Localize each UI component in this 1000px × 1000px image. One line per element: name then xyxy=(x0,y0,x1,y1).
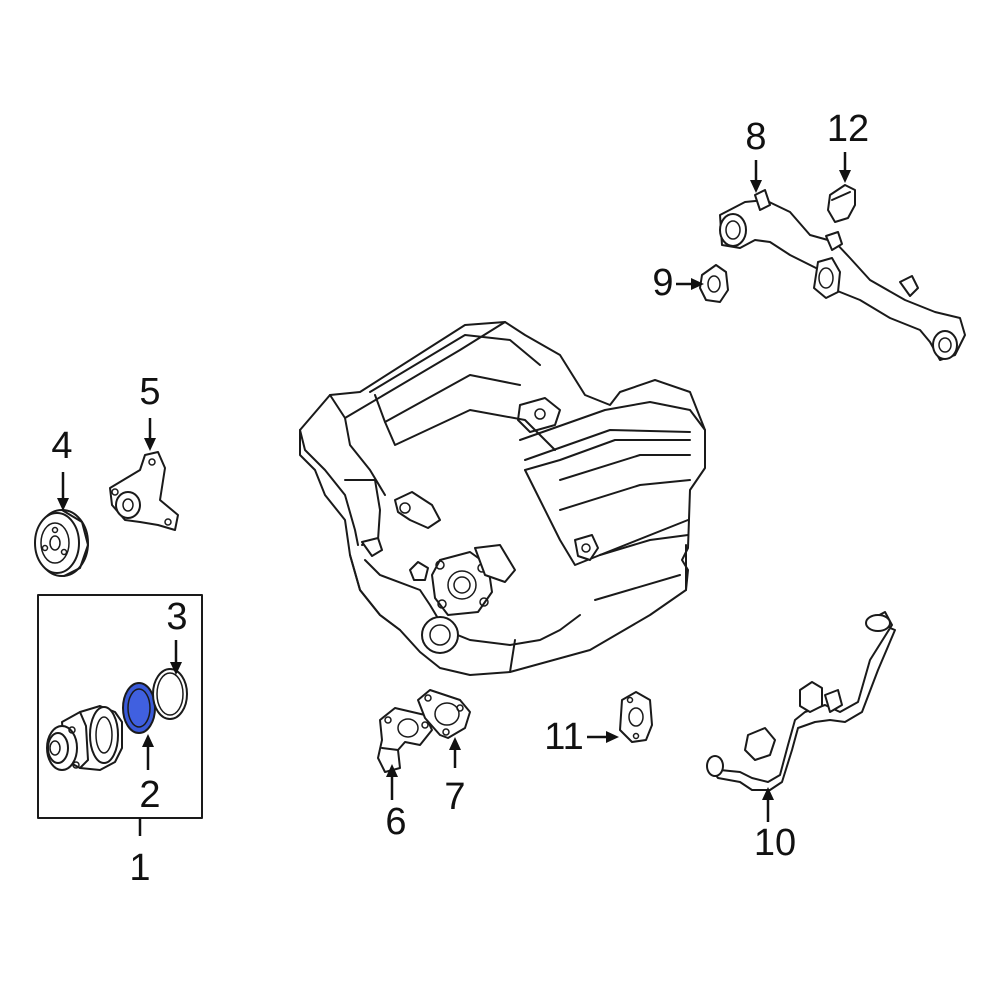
callout-11: 11 xyxy=(544,716,583,758)
leader-arrows xyxy=(57,152,851,822)
water-pump-gasket-highlighted[interactable] xyxy=(122,682,156,734)
callout-4: 4 xyxy=(51,425,72,467)
callout-12: 12 xyxy=(827,108,869,150)
callout-6: 6 xyxy=(385,801,406,843)
pipe-gasket[interactable] xyxy=(699,264,729,303)
callout-9: 9 xyxy=(652,262,673,304)
water-pump-group-box xyxy=(37,594,203,836)
coolant-pipe-lower[interactable] xyxy=(706,611,896,791)
callout-5: 5 xyxy=(139,371,160,413)
coolant-pipe-upper[interactable] xyxy=(719,189,966,361)
callout-1: 1 xyxy=(129,847,150,889)
callout-3: 3 xyxy=(166,596,187,638)
thermostat-housing[interactable] xyxy=(377,707,433,773)
thermostat-gasket[interactable] xyxy=(417,689,471,739)
callout-7: 7 xyxy=(444,776,465,818)
callout-2: 2 xyxy=(139,774,160,816)
temperature-sensor[interactable] xyxy=(827,184,856,223)
callout-10: 10 xyxy=(754,822,796,864)
engine-block xyxy=(299,321,706,676)
callout-8: 8 xyxy=(745,116,766,158)
water-pump-o-ring[interactable] xyxy=(152,668,188,720)
pulley-bracket[interactable] xyxy=(109,451,179,531)
outlet-gasket[interactable] xyxy=(619,691,653,743)
water-pump xyxy=(46,705,123,771)
water-pump-pulley[interactable] xyxy=(34,509,89,577)
